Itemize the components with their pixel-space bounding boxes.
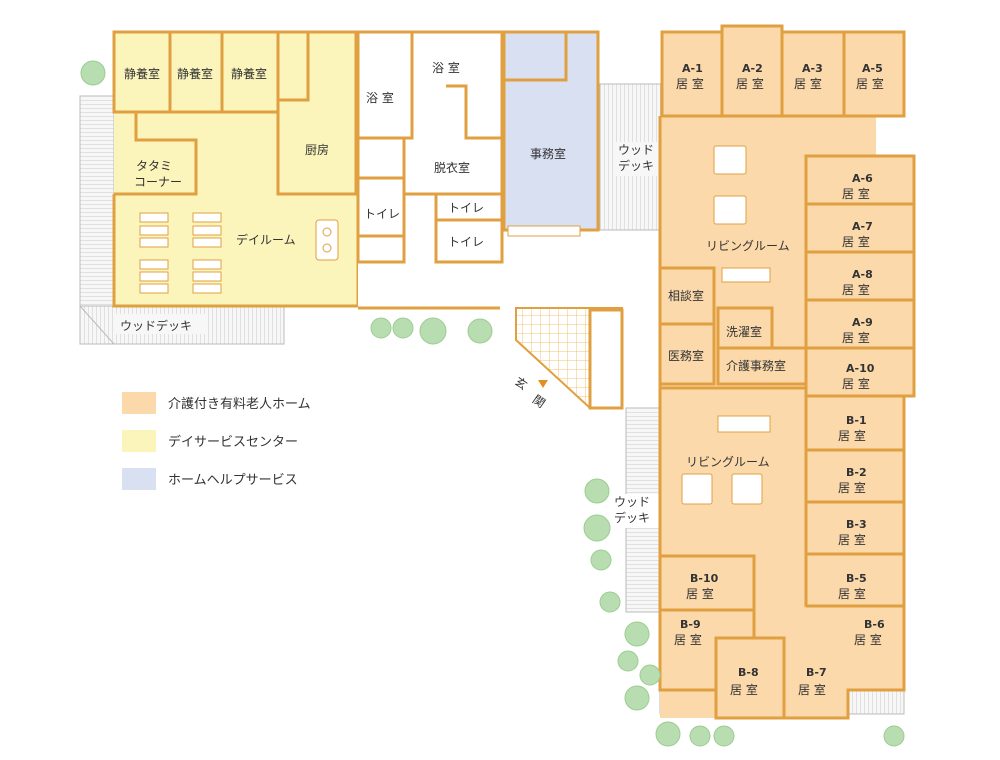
room-b2-label: 居 室 [838, 480, 866, 495]
room-b1-label: 居 室 [838, 428, 866, 443]
legend-day-service: デイサービスセンター [168, 434, 298, 450]
medical-room-label: 医務室 [668, 348, 704, 363]
quiet-room-3-label: 静養室 [231, 66, 267, 81]
legend-nursing-home: 介護付き有料老人ホーム [168, 396, 311, 412]
dayroom-label: デイルーム [236, 232, 296, 247]
bath-room-2-label: 浴 室 [432, 60, 460, 75]
room-a1-id: A-1 [682, 62, 703, 75]
room-b3-id: B-3 [846, 518, 867, 531]
room-b9-id: B-9 [680, 618, 701, 631]
room-a3-label: 居 室 [794, 76, 822, 91]
room-b10-label: 居 室 [686, 586, 714, 601]
wood-deck-mid-label-1: ウッド [618, 143, 654, 157]
room-a9-label: 居 室 [842, 330, 870, 345]
room-a9-id: A-9 [852, 316, 873, 329]
entrance-label-1: 玄 [512, 374, 530, 393]
toilet-3-label: トイレ [448, 235, 484, 249]
toilet-2-label: トイレ [448, 201, 484, 215]
room-b10-id: B-10 [690, 572, 719, 585]
room-b8-id: B-8 [738, 666, 759, 679]
legend-swatch-day-service [122, 430, 156, 452]
room-a10-label: 居 室 [842, 376, 870, 391]
room-b6-id: B-6 [864, 618, 885, 631]
room-b2-id: B-2 [846, 466, 867, 479]
entrance-label-2: 関 [530, 392, 548, 410]
wood-deck-left-label: ウッドデッキ [120, 318, 192, 333]
room-b9-label: 居 室 [674, 632, 702, 647]
room-a1-label: 居 室 [676, 76, 704, 91]
room-b5-label: 居 室 [838, 586, 866, 601]
legend-swatch-home-help [122, 468, 156, 490]
care-office-label: 介護事務室 [726, 358, 786, 373]
room-a6-label: 居 室 [842, 186, 870, 201]
living-room-1-label: リビングルーム [706, 239, 790, 253]
wood-deck-mid-label-2: デッキ [618, 158, 654, 173]
room-a7-label: 居 室 [842, 234, 870, 249]
legend-swatch-nursing-home [122, 392, 156, 414]
kitchen-label: 厨房 [305, 142, 329, 157]
room-b7-id: B-7 [806, 666, 827, 679]
dressing-room-label: 脱衣室 [434, 160, 470, 175]
wood-deck-right-label-2: デッキ [614, 510, 650, 525]
quiet-room-1-label: 静養室 [124, 66, 160, 81]
room-b8-label: 居 室 [730, 682, 758, 697]
room-b3-label: 居 室 [838, 532, 866, 547]
room-b5-id: B-5 [846, 572, 867, 585]
legend-home-help: ホームヘルプサービス [168, 473, 298, 488]
quiet-room-2-label: 静養室 [177, 66, 213, 81]
room-b7-label: 居 室 [798, 682, 826, 697]
room-a5-id: A-5 [862, 62, 883, 75]
entrance: 玄 関 [512, 307, 624, 411]
room-a10-id: A-10 [846, 362, 875, 375]
room-b1-id: B-1 [846, 414, 867, 427]
laundry-room-label: 洗濯室 [726, 324, 762, 339]
room-a3-id: A-3 [802, 62, 823, 75]
trees [80, 60, 905, 747]
office-label: 事務室 [530, 146, 566, 161]
wood-deck-left: ウッドデッキ [79, 95, 285, 345]
day-service-area: 静養室 静養室 静養室 タタミ コーナー 厨房 デイルーム [112, 30, 360, 308]
nursing-home-area: A-1 居 室 A-2 居 室 A-3 居 室 A-5 居 室 A-6 居 室 … [658, 24, 916, 720]
tatami-label-1: タタミ [136, 159, 172, 173]
bath-area: 浴 室 浴 室 脱衣室 トイレ トイレ トイレ [356, 30, 504, 308]
office-area: 事務室 [502, 30, 600, 237]
consultation-room-label: 相談室 [668, 288, 704, 303]
room-a8-id: A-8 [852, 268, 873, 281]
toilet-1-label: トイレ [364, 207, 400, 221]
living-room-2-label: リビングルーム [686, 455, 770, 469]
room-a2-label: 居 室 [736, 76, 764, 91]
room-a2-id: A-2 [742, 62, 763, 75]
room-a8-label: 居 室 [842, 282, 870, 297]
legend: 介護付き有料老人ホーム デイサービスセンター ホームヘルプサービス [122, 392, 311, 490]
tatami-label-2: コーナー [134, 175, 182, 189]
room-b6-label: 居 室 [854, 632, 882, 647]
wood-deck-right-label-1: ウッド [614, 495, 650, 509]
bath-room-1-label: 浴 室 [366, 90, 394, 105]
room-a7-id: A-7 [852, 220, 873, 233]
room-a5-label: 居 室 [856, 76, 884, 91]
room-a6-id: A-6 [852, 172, 873, 185]
